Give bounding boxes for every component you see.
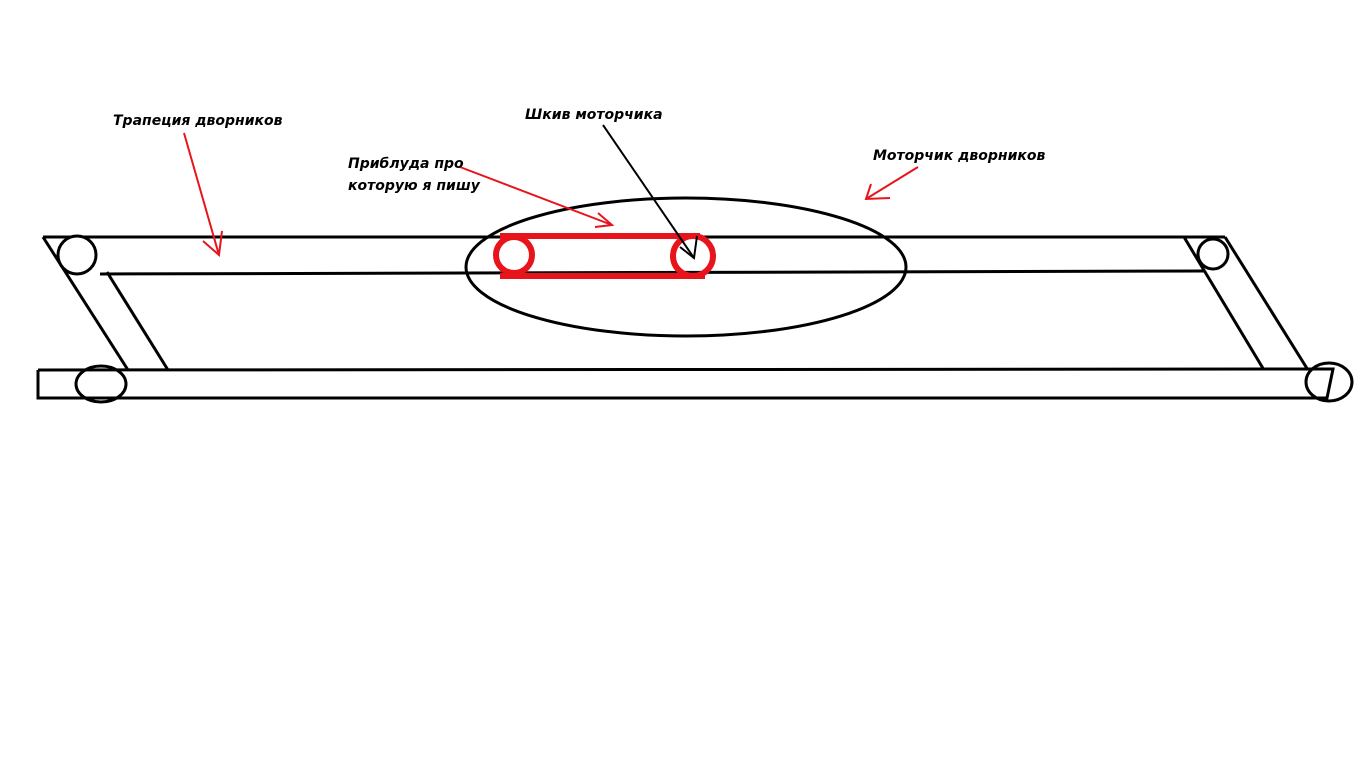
label-device-line1: Приблуда про — [348, 156, 464, 172]
label-pulley: Шкив моторчика — [525, 107, 663, 123]
lower-long-bar — [36, 367, 1335, 400]
label-trapezoid: Трапеция дворников — [113, 113, 283, 129]
label-motor: Моторчик дворников — [873, 148, 1046, 164]
arrow-device — [459, 166, 615, 228]
highlighted-device — [493, 233, 716, 279]
arrow-pulley — [602, 124, 698, 260]
arrow-trapezoid — [183, 132, 223, 257]
lower-left-pivot — [74, 364, 128, 404]
lower-right-pivot — [1304, 361, 1354, 403]
upper-right-pivot — [1196, 237, 1230, 271]
motor-housing-ellipse — [464, 196, 908, 338]
label-device-line2: которую я пишу — [348, 178, 480, 194]
upper-left-pivot — [56, 234, 98, 276]
arrow-motor — [864, 166, 919, 201]
